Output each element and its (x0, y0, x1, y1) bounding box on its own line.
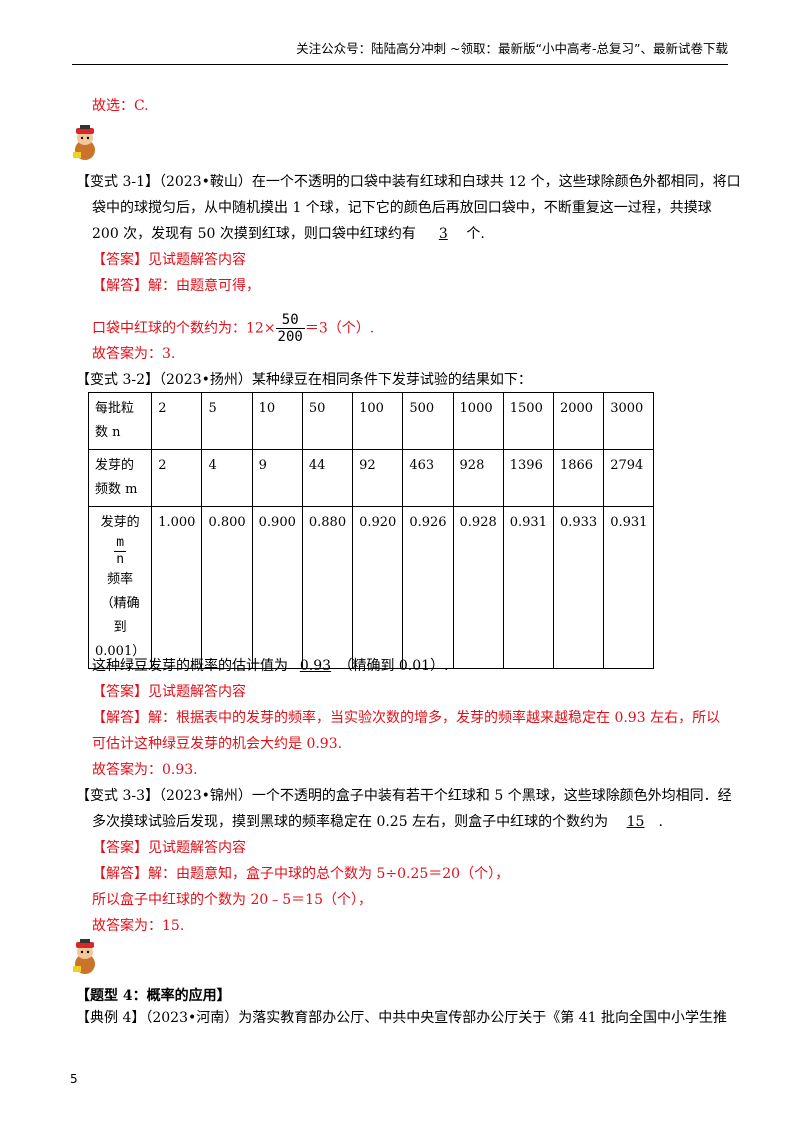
v33-solution2: 所以盒子中红球的个数为 20﹣5＝15（个）， (92, 892, 372, 908)
table-cell: 0.800 (201, 506, 253, 669)
mascot-icon (73, 125, 95, 160)
v33-final: 故答案为：15. (92, 918, 185, 934)
table-row: 每批粒数 n 2 5 10 50 100 500 1000 1500 2000 … (87, 392, 655, 450)
table-cell: 0.900 (251, 506, 303, 669)
v33-line2: 多次摸球试验后发现，摸到黑球的频率稳定在 0.25 左右，则盒子中红球的个数约为… (92, 812, 663, 832)
table-cell: 5 (201, 392, 253, 450)
v32-answer-blank: 0.93 (299, 658, 332, 674)
table-cell: 1.000 (151, 506, 203, 669)
v32-answer-label: 【答案】见试题解答内容 (92, 684, 246, 700)
table-cell: 44 (301, 449, 354, 507)
table-cell: 9 (251, 449, 303, 507)
v31-calc-pre: 口袋中红球的个数约为：12× (92, 320, 276, 337)
table-header-cell: 每批粒数 n (87, 392, 153, 450)
v31-frac-num: 50 (275, 312, 305, 329)
row3-header-b: 频率 (107, 572, 134, 587)
table-cell: 3000 (603, 392, 655, 450)
v31-line3-post: 个. (466, 226, 485, 242)
example-4: 【典例 4】（2023•河南）为落实教育部办公厅、中共中央宣传部办公厅关于《第 … (76, 1010, 727, 1026)
table-cell: 1866 (552, 449, 605, 507)
prev-answer: 故选：C. (92, 98, 149, 114)
table-cell: 0.928 (452, 506, 504, 669)
v33-line2-post: . (658, 814, 663, 830)
table-cell: 0.926 (402, 506, 454, 669)
frac-den-n: n (116, 552, 125, 567)
v31-line3-pre: 200 次，发现有 50 次摸到红球，则口袋中红球约有 (92, 226, 421, 242)
table-cell: 0.880 (301, 506, 354, 669)
v32-solution1: 【解答】解：根据表中的发芽的频率，当实验次数的增多，发芽的频率越来越稳定在 0.… (92, 710, 721, 726)
table-cell: 2 (151, 392, 203, 450)
table-cell: 1000 (452, 392, 504, 450)
table-cell: 100 (352, 392, 404, 450)
header-text: 关注公众号：陆陆高分冲刺 ~领取：最新版“小中高考-总复习”、最新试卷下载 (296, 41, 728, 56)
table-cell: 0.933 (552, 506, 605, 669)
v31-solution-label: 【解答】解：由题意可得， (92, 278, 260, 294)
table-cell: 0.931 (502, 506, 554, 669)
v31-line2: 袋中的球搅匀后，从中随机摸出 1 个球，记下它的颜色后再放回口袋中，不断重复这一… (92, 200, 712, 216)
v31-calc-post: ＝3（个）. (304, 320, 375, 337)
page-number: 5 (70, 1072, 78, 1086)
table-cell: 1396 (502, 449, 554, 507)
v31-line3: 200 次，发现有 50 次摸到红球，则口袋中红球约有 3 个. (92, 224, 485, 244)
v31-answer-blank: 3 (438, 226, 448, 242)
v32-q-post: （精确到 0.01）. (338, 658, 449, 674)
table-cell: 463 (402, 449, 454, 507)
v33-line1: 【变式 3-3】（2023•锦州）一个不透明的盒子中装有若干个红球和 5 个黑球… (76, 788, 732, 804)
v31-frac-den: 200 (277, 329, 303, 345)
table-header-cell: 发芽的频数 m (87, 449, 153, 507)
table-cell: 0.931 (603, 506, 655, 669)
v33-answer-label: 【答案】见试题解答内容 (92, 840, 246, 856)
v33-solution1: 【解答】解：由题意知，盒子中球的总个数为 5÷0.25＝20（个）， (92, 866, 510, 882)
v31-answer-label: 【答案】见试题解答内容 (92, 252, 246, 268)
table-cell: 10 (251, 392, 303, 450)
v32-question: 这种绿豆发芽的概率的估计值为 0.93 （精确到 0.01）. (92, 656, 449, 676)
section-title: 【题型 4：概率的应用】 (76, 988, 231, 1004)
table-cell: 2 (151, 449, 203, 507)
table-cell: 1500 (502, 392, 554, 450)
table-cell: 4 (201, 449, 253, 507)
v31-line1: 【变式 3-1】（2023•鞍山）在一个不透明的口袋中装有红球和白球共 12 个… (76, 174, 741, 190)
v32-final: 故答案为：0.93. (92, 762, 198, 778)
table-cell: 2794 (603, 449, 655, 507)
mascot-icon (73, 939, 95, 974)
v33-line2-pre: 多次摸球试验后发现，摸到黑球的频率稳定在 0.25 左右，则盒子中红球的个数约为 (92, 814, 613, 830)
v31-final: 故答案为：3. (92, 346, 176, 362)
v33-answer-blank: 15 (626, 814, 645, 830)
table-row: 发芽的频数 m 2 4 9 44 92 463 928 1396 1866 27… (87, 449, 655, 507)
row3-header-c: （精确到 0.001） (95, 596, 146, 659)
v32-q-pre: 这种绿豆发芽的概率的估计值为 (92, 658, 293, 674)
frac-num-m: m (114, 535, 127, 552)
v32-line1: 【变式 3-2】（2023•扬州）某种绿豆在相同条件下发芽试验的结果如下： (76, 372, 532, 388)
v32-solution2: 可估计这种绿豆发芽的机会大约是 0.93. (92, 736, 343, 752)
table-cell: 50 (301, 392, 354, 450)
row3-header-a: 发芽的 (100, 515, 140, 530)
table-cell: 928 (452, 449, 504, 507)
page-header: 关注公众号：陆陆高分冲刺 ~领取：最新版“小中高考-总复习”、最新试卷下载 (72, 38, 728, 65)
table-cell: 0.920 (352, 506, 404, 669)
table-cell: 500 (402, 392, 454, 450)
germination-table: 每批粒数 n 2 5 10 50 100 500 1000 1500 2000 … (87, 392, 655, 669)
table-cell: 2000 (552, 392, 605, 450)
table-cell: 92 (352, 449, 404, 507)
